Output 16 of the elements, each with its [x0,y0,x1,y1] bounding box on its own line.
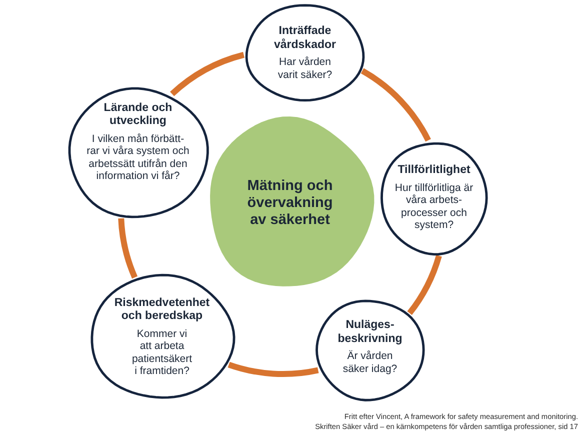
node-heading: Inträffade vårdskador [272,25,337,52]
ring-arc [118,218,138,278]
node-question: Är vården säker idag? [342,350,398,375]
ring-arc [407,254,442,315]
node-question: Har vården varit säker? [276,56,334,81]
ring-arc [170,52,245,96]
ring-arc [360,68,431,142]
node-heading: Tillförlitlighet [396,164,472,178]
node-question: I vilken mån förbätt- rar vi våra system och arbetssätt utifrån den information vi får? [86,132,190,182]
node-question: Kommer vi att arbeta patientsäkert i framtiden? [130,328,194,378]
node-heading: Lärande och utveckling [102,102,174,128]
ring-arc [228,362,319,377]
node-heading: Nuläges- beskrivning [336,319,404,346]
node-heading: Riskmedvetenhet och beredskap [113,296,211,324]
center-title: Mätning och övervakning av säkerhet [246,178,334,228]
node-question: Hur tillförlitliga är våra arbets- processer och system? [394,182,474,232]
